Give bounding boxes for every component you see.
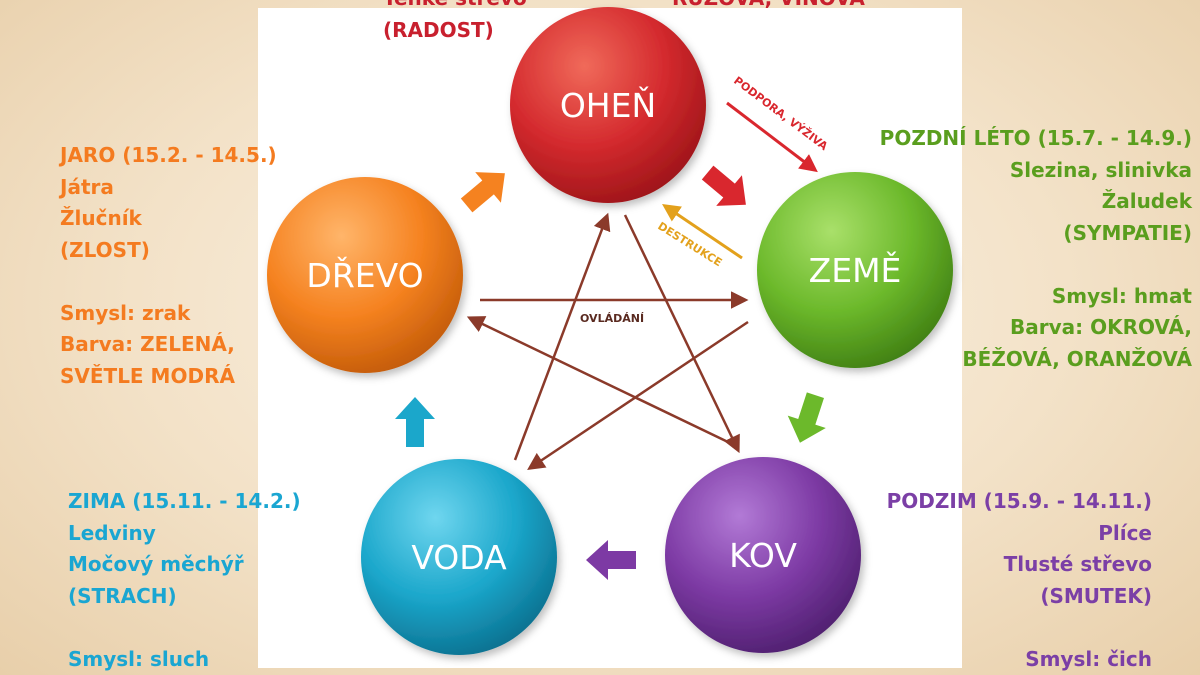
metal-season: PODZIM (15.9. - 14.11.): [886, 489, 1152, 513]
support-legend-arrow: [726, 101, 818, 173]
water-info: ZIMA (15.11. - 14.2.) Ledviny Močový měc…: [68, 486, 301, 675]
top-fragment-left: Tenké střevo (RADOST): [383, 0, 527, 46]
top-right-line1: RŮŽOVÁ, VÍNOVÁ: [672, 0, 865, 15]
fire-to-earth-arrow: [701, 165, 746, 206]
earth-spacer: [880, 249, 1192, 281]
metal-sense: Smysl: čich: [1025, 646, 1152, 671]
earth-color-1: Barva: OKROVÁ,: [1009, 315, 1192, 339]
earth-circle: [757, 172, 953, 368]
water-season: ZIMA (15.11. - 14.2.): [68, 489, 301, 513]
metal-to-water-arrow: [586, 540, 636, 580]
top-fragment-right: RŮŽOVÁ, VÍNOVÁ: [672, 0, 865, 15]
destruction-label: DESTRUKCE: [655, 220, 724, 270]
earth-label: ZEMĚ: [809, 250, 902, 290]
wood-info: JARO (15.2. - 14.5.) Játra Žlučník (ZLOS…: [60, 140, 277, 392]
earth-emotion: (SYMPATIE): [1063, 220, 1192, 245]
water-circle: [361, 459, 557, 655]
water-emotion: (STRACH): [68, 583, 177, 608]
metal-organ-1: Plíce: [1098, 520, 1152, 545]
earth-info: POZDNÍ LÉTO (15.7. - 14.9.) Slezina, sli…: [880, 123, 1192, 375]
metal-circle: [665, 457, 861, 653]
control-arrow-water-fire: [513, 212, 611, 461]
wood-spacer: [60, 266, 277, 298]
control-arrow-metal-wood: [466, 316, 729, 444]
metal-spacer: [887, 612, 1152, 644]
control-label: OVLÁDÁNÍ: [580, 312, 644, 325]
wood-organ-2: Žlučník: [60, 206, 142, 230]
fire-circle: [510, 7, 706, 203]
wood-sense: Smysl: zrak: [60, 300, 191, 325]
water-to-wood-arrow: [395, 397, 435, 447]
control-arrow-earth-water: [527, 320, 749, 470]
water-organ-1: Ledviny: [68, 520, 156, 545]
wood-color-1: Barva: ZELENÁ,: [60, 332, 235, 356]
water-label: VODA: [411, 538, 507, 577]
top-left-line2: (RADOST): [383, 17, 494, 42]
wood-color-2: SVĚTLE MODRÁ: [60, 363, 235, 388]
earth-organ-1: Slezina, slinivka: [1009, 157, 1192, 182]
support-label: PODPORA, VÝŽIVA: [731, 74, 830, 153]
wood-season: JARO (15.2. - 14.5.): [60, 143, 277, 167]
top-left-line1: Tenké střevo: [383, 0, 527, 15]
earth-sense: Smysl: hmat: [1051, 283, 1192, 308]
wood-emotion: (ZLOST): [60, 237, 150, 262]
metal-emotion: (SMUTEK): [1040, 583, 1152, 608]
water-spacer: [68, 612, 301, 644]
control-lines: [466, 212, 749, 470]
destruction-legend-arrow: [662, 203, 743, 260]
metal-info: PODZIM (15.9. - 14.11.) Plíce Tlusté stř…: [887, 486, 1152, 675]
metal-organ-2: Tlusté střevo: [1003, 552, 1152, 576]
earth-color-2: BÉŽOVÁ, ORANŽOVÁ: [962, 346, 1192, 371]
wood-to-fire-arrow: [460, 172, 505, 213]
wood-label: DŘEVO: [306, 255, 423, 295]
water-sense: Smysl: sluch: [68, 646, 210, 671]
wood-organ-1: Játra: [60, 174, 114, 199]
water-organ-2: Močový měchýř: [68, 552, 244, 576]
earth-season: POZDNÍ LÉTO (15.7. - 14.9.): [879, 126, 1192, 150]
wood-circle: [267, 177, 463, 373]
metal-label: KOV: [729, 536, 797, 575]
earth-organ-2: Žaludek: [1101, 189, 1192, 213]
earth-to-metal-arrow: [787, 392, 826, 443]
control-arrow-fire-metal: [623, 214, 740, 454]
support-block-arrows: [395, 165, 826, 580]
fire-label: OHEŇ: [560, 85, 656, 125]
